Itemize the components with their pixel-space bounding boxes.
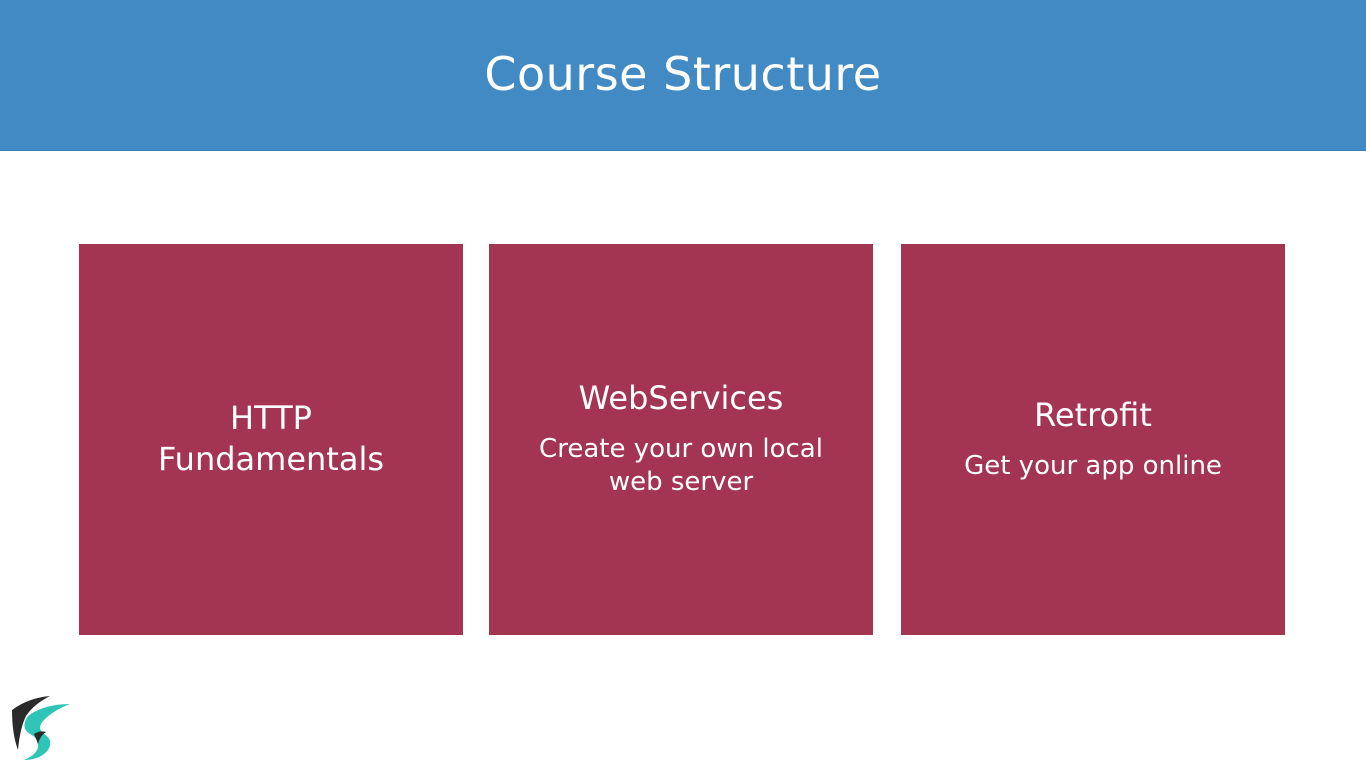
card-subtitle: Get your app online (964, 451, 1222, 481)
card-title-line-1: HTTP (230, 399, 312, 437)
card-title-line-2: Fundamentals (158, 440, 384, 478)
header-banner: Course Structure (0, 0, 1366, 151)
card-title: Retrofit (1034, 396, 1152, 434)
card-http-fundamentals: HTTP Fundamentals (79, 244, 463, 635)
card-retrofit: Retrofit Get your app online (901, 244, 1285, 635)
card-subtitle-line-2: web server (608, 467, 754, 497)
card-title: WebServices (578, 379, 784, 417)
card-webservices: WebServices Create your own local web se… (489, 244, 873, 635)
brand-logo-icon (10, 694, 72, 762)
card-title: HTTP Fundamentals (89, 398, 453, 480)
card-subtitle: Create your own local web server (499, 433, 863, 499)
card-subtitle-line-1: Create your own local (539, 434, 823, 464)
page-title: Course Structure (484, 47, 882, 101)
